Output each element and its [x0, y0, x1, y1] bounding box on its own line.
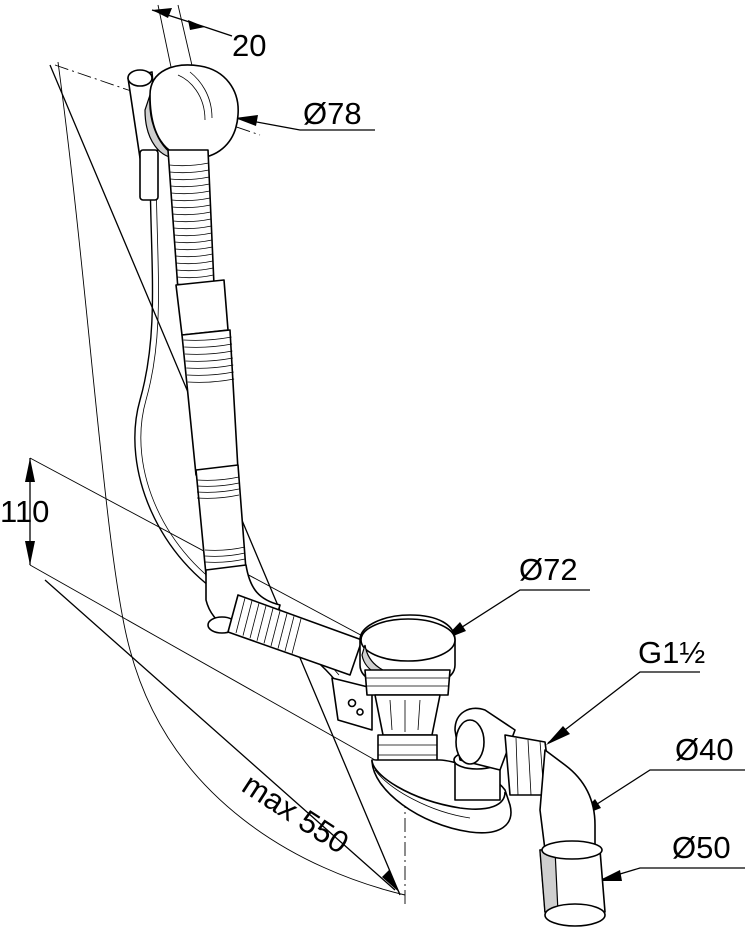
dim-overflow-diameter: Ø78 — [303, 96, 362, 131]
horizontal-pipe — [227, 594, 363, 676]
dim-outlet-40: Ø40 — [675, 732, 734, 767]
vertical-corrugated-pipe — [169, 162, 214, 286]
dim-drain-height: 110 — [0, 494, 49, 529]
vertical-pipe-rings — [183, 336, 246, 563]
dim-max-length: max 550 — [236, 767, 355, 861]
dim-drain-diameter: Ø72 — [519, 552, 578, 587]
trap — [371, 707, 606, 927]
horizontal-pipe-rings — [235, 597, 302, 654]
dim-width-top: 20 — [232, 28, 266, 63]
dim-thread-size: G1½ — [638, 635, 705, 670]
vertical-pipe — [175, 279, 281, 641]
overflow-assembly — [127, 64, 239, 291]
drain-assembly — [331, 614, 456, 771]
dim-outlet-50: Ø50 — [672, 830, 731, 865]
